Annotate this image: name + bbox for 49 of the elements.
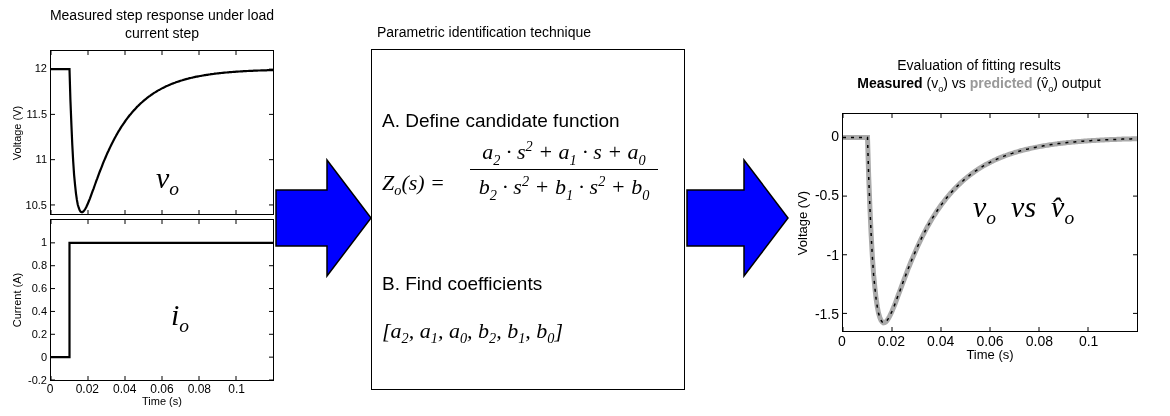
axis-title: Current (A) — [10, 271, 24, 330]
axis-title: Voltage (V) — [10, 104, 24, 162]
formula-denominator: b$_{2}$ · s$^{2}$ + b$_{1}$ · s$^{2}$ + b$_{0}$ — [477, 173, 651, 204]
axis-tick-label: 12 — [34, 61, 47, 75]
axis-tick-label: -1 — [826, 246, 839, 264]
line-chart — [50, 219, 274, 381]
axis-tick-label: 0.08 — [186, 383, 212, 397]
axis-tick-label: 0.06 — [149, 383, 175, 397]
box-title: Parametric identification technique — [377, 24, 591, 40]
axis-tick-label: 0.04 — [926, 334, 956, 350]
axis-title: Time (s) — [965, 348, 1015, 363]
axis-tick-label: 0.2 — [31, 328, 47, 342]
axis-tick-label: 0 — [40, 351, 47, 365]
axis-tick-label: 11.5 — [26, 107, 47, 121]
axis-tick-label: 0 — [831, 128, 839, 146]
curve-label: v$_{o}$ — [156, 163, 180, 199]
axis-tick-label: 0.1 — [1077, 334, 1100, 350]
axis-tick-label: 0.04 — [111, 383, 138, 397]
axis-title: Voltage (V) — [796, 189, 810, 257]
axis-tick-label: 0.1 — [227, 383, 246, 397]
line-chart — [50, 50, 274, 215]
block-arrow — [686, 157, 789, 279]
axis-tick-label: 0.08 — [1024, 334, 1054, 350]
axis-tick-label: 10.5 — [25, 199, 47, 213]
axis-tick-label: 0.4 — [31, 304, 47, 319]
chart-subtitle: Measured (v$_{o}$) vs predicted (v̂$_{o}$) output — [856, 74, 1102, 96]
axis-tick-label: 0.06 — [975, 334, 1005, 350]
axis-tick-label: 1 — [40, 235, 47, 249]
axis-tick-label: 0 — [46, 383, 55, 397]
step-heading: A. Define candidate function — [382, 110, 620, 132]
formula-numerator: a$_{2}$ · s$^{2}$ + a$_{1}$ · s + a$_{0}$ — [470, 138, 658, 170]
axis-tick-label: 0.8 — [31, 258, 47, 272]
block-arrow — [275, 157, 372, 279]
formula-text: Z$_{o}$(s) = — [382, 170, 445, 200]
axis-tick-label: 11 — [35, 153, 47, 167]
axis-tick-label: 0 — [837, 334, 847, 350]
chart-title: Measured step response under load current step — [48, 6, 276, 42]
axis-title: Time (s) — [141, 395, 183, 408]
chart-title: Evaluation of fitting results — [896, 56, 1062, 74]
axis-tick-label: -1.5 — [814, 305, 839, 323]
axis-tick-label: -0.5 — [814, 187, 839, 205]
axis-tick-label: 0.02 — [74, 383, 100, 397]
axis-tick-label: 0.6 — [31, 281, 47, 295]
axis-tick-label: 0.02 — [876, 334, 906, 350]
axis-tick-label: -0.2 — [28, 374, 47, 387]
step-heading: B. Find coefficients — [382, 273, 543, 295]
coefficient-list: [a$_{2}$, a$_{1}$, a$_{0}$, b$_{2}$, b$_{1}$, b$_{0}$] — [382, 318, 564, 348]
curve-label: v$_{o}$ vs v̂$_{o}$ — [973, 192, 1075, 228]
curve-label: i$_{o}$ — [171, 300, 190, 336]
